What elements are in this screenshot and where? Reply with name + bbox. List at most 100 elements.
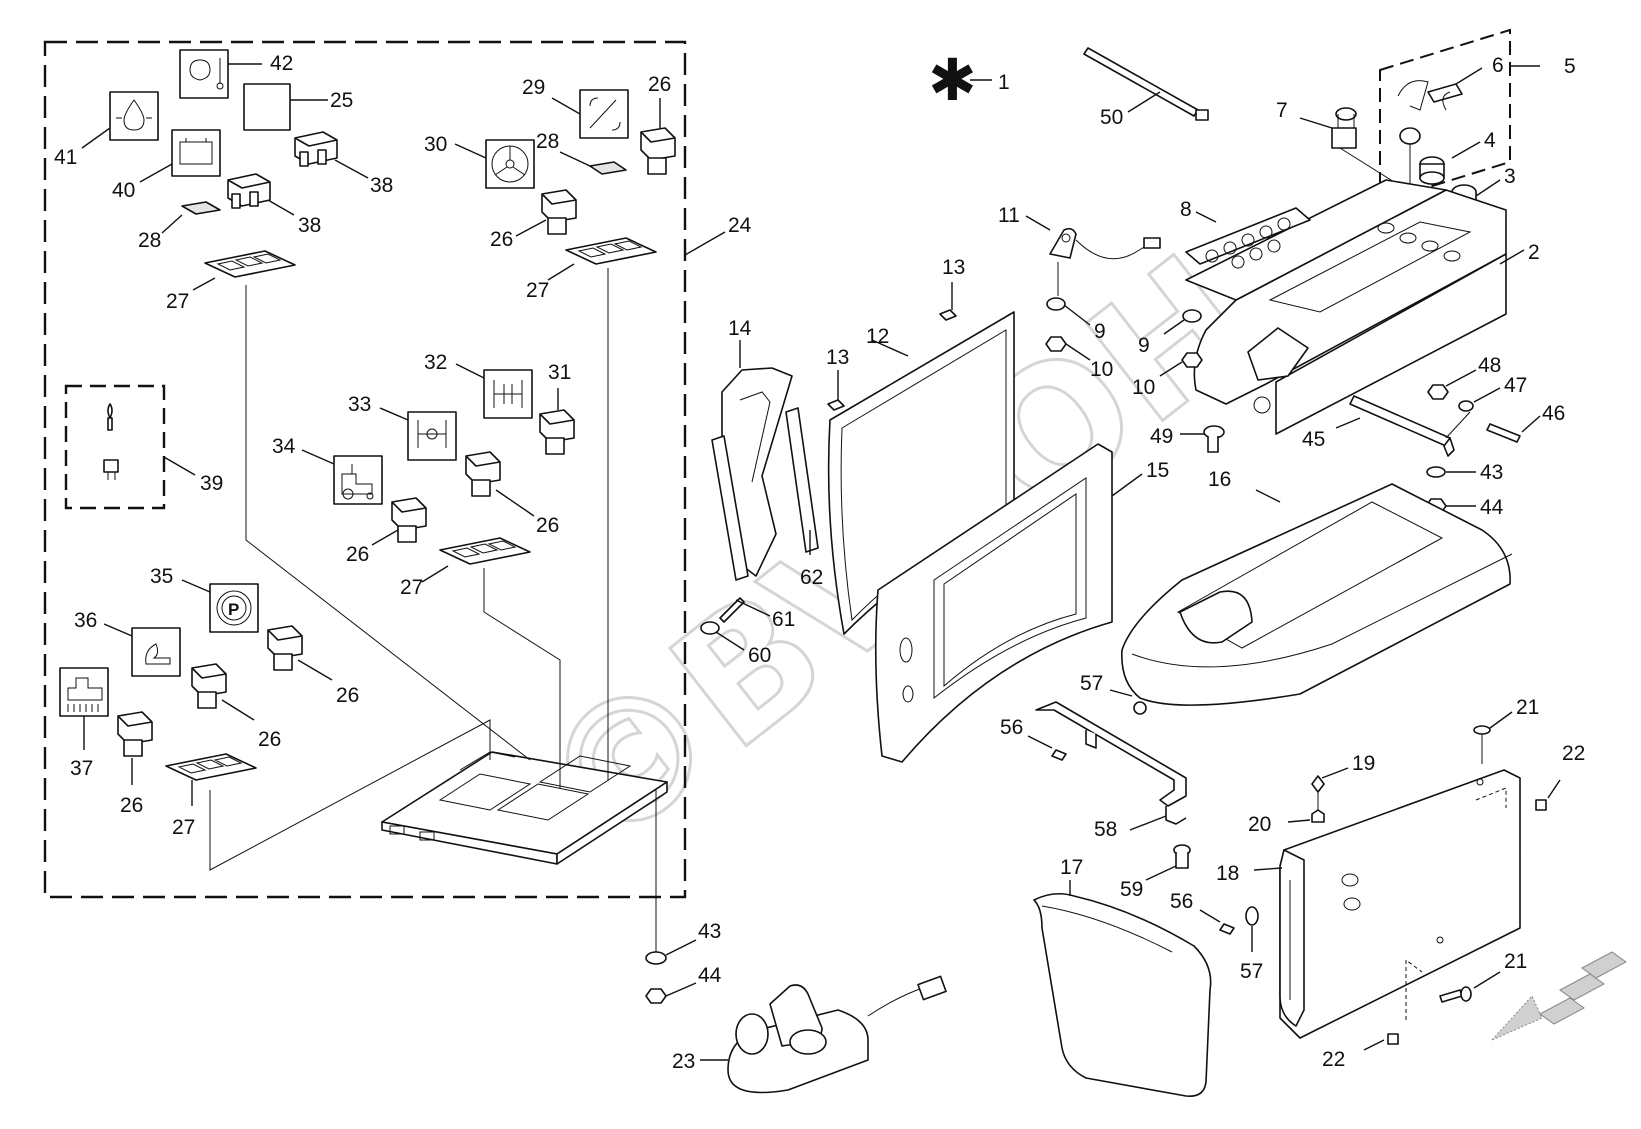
part-number: 33 [348,393,371,416]
nut-44-bottom [645,988,667,1004]
direction-arrow-icon [1491,951,1627,1041]
part-number: 5 [1564,55,1576,78]
part-number: 56 [1000,716,1023,739]
part-number: 38 [370,174,393,197]
part-number: 21 [1504,950,1527,973]
part-number: 46 [1542,402,1565,425]
bracket-58 [1035,701,1187,825]
part-number: 57 [1080,672,1103,695]
part-number: 44 [1480,496,1504,519]
switch-26a [640,127,676,175]
part-number: 22 [1562,742,1585,765]
part-number: 30 [424,133,447,156]
screw-49 [1203,425,1225,453]
rocker-switch-38b [227,173,271,209]
fuse-kit-dashed-box [64,384,166,510]
switch-frame-27a [204,250,296,278]
part-number: 60 [748,644,771,667]
washer-47 [1458,400,1474,412]
nut-57-top [1133,701,1147,715]
part-number: 56 [1170,890,1193,913]
part-number: 45 [1302,428,1325,451]
cover-panel-17 [1033,892,1212,1098]
note-star: ✱ [928,46,977,114]
part-number: 59 [1120,878,1143,901]
part-number: 20 [1248,813,1271,836]
part-number: 10 [1090,358,1113,381]
axle-lock-icon [483,369,533,419]
part-number: 62 [800,566,823,589]
washer-60 [700,621,720,635]
part-number: 42 [270,52,293,75]
key-dashed-box [1379,28,1511,204]
switch-frame-27d [165,753,257,781]
clip-22-right [1535,799,1547,811]
switch-frame-27b [565,237,657,265]
nut-10-right [1181,352,1203,368]
part-number: 6 [1492,54,1504,77]
part-number: 43 [698,920,721,943]
clip-22-bottom [1387,1033,1399,1045]
part-number: 38 [298,214,321,237]
part-number: 36 [74,609,97,632]
bulb-icon [107,403,113,431]
part-number: 16 [1208,468,1231,491]
console-housing [1185,179,1507,435]
part-number: 48 [1478,354,1501,377]
bolt-21-bottom [1439,986,1472,1003]
screw-56-top [1051,749,1067,761]
part-number: 17 [1060,856,1083,879]
sensor-11 [1049,227,1161,260]
part-number: 3 [1504,165,1516,188]
part-number: 35 [150,565,173,588]
part-number: 13 [826,346,849,369]
tractor-icon [333,455,383,505]
label-28-left [181,201,221,215]
part-number: 22 [1322,1048,1345,1071]
oil-pressure-icon [109,91,159,141]
nut-10-left [1045,336,1067,352]
part-number: 2 [1528,241,1540,264]
part-number: 25 [330,89,353,112]
side-panel-18 [1279,769,1521,1039]
part-number: 26 [536,514,559,537]
part-number: 27 [166,290,189,313]
wrench-icon [579,89,629,139]
switch-26c [465,451,501,497]
part-number: 41 [54,146,77,169]
part-number: 44 [698,964,722,987]
part-number: 9 [1138,334,1150,357]
switch-7 [1331,107,1357,149]
parking-brake-icon: P [209,583,259,633]
part-number: 57 [1240,960,1263,983]
ignition-lock [1399,127,1421,145]
cable-tie [1083,47,1209,121]
bolt-61 [719,597,745,623]
steering-wheel-icon [485,139,535,189]
harrow-icon [59,667,109,717]
part-number: 7 [1276,99,1288,122]
part-number: 32 [424,351,447,374]
part-number: 40 [112,179,135,202]
bolt-46 [1486,423,1521,443]
part-number: 39 [200,472,223,495]
washer-9-right [1182,309,1202,323]
switch-26g [117,711,153,757]
part-number: 58 [1094,818,1117,841]
part-number: 27 [172,816,195,839]
part-number: 26 [258,728,281,751]
svg-text:P: P [228,600,239,619]
part-number: 1 [998,71,1010,94]
side-frame-14 [711,367,819,581]
part-number: 12 [866,325,889,348]
switch-kit-dashed-box [43,40,687,899]
bolt-59 [1173,844,1191,869]
part-number: 4 [1484,129,1496,152]
blank-plate [243,83,291,131]
part-number: 34 [272,435,296,458]
part-number: 24 [728,214,752,237]
part-numbers: 1 2 3 4 5 6 7 8 9 9 10 10 11 12 13 13 14… [54,52,1585,1073]
part-number: 23 [672,1050,695,1073]
part-number: 31 [548,361,571,384]
washer-43-bottom [645,951,667,965]
